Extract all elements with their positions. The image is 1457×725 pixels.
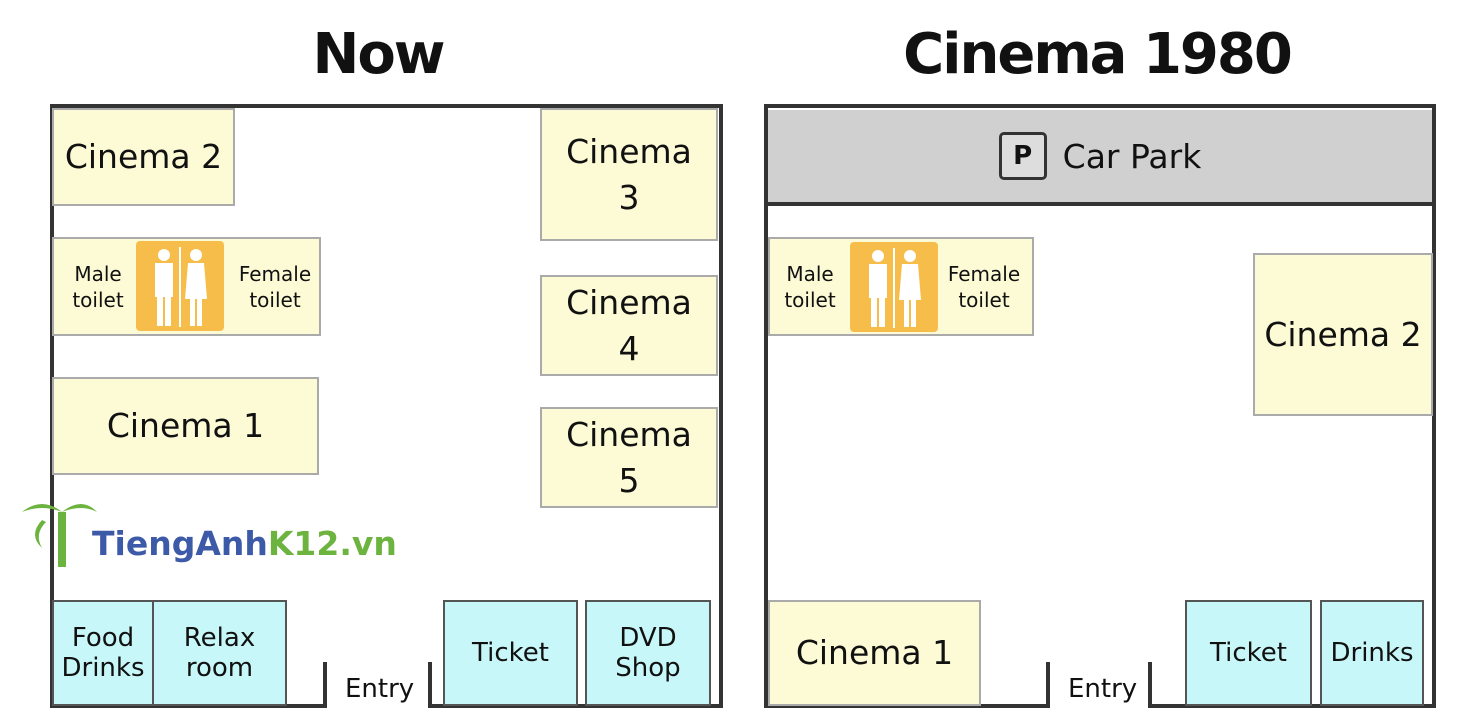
male-toilet-label: Male toilet bbox=[72, 261, 124, 312]
now-entry-label: Entry bbox=[345, 674, 415, 704]
now-cinema-5: Cinema 5 bbox=[540, 407, 718, 508]
past-entry-label: Entry bbox=[1068, 674, 1138, 704]
cinema-1980-title: Cinema 1980 bbox=[903, 22, 1293, 87]
now-title: Now bbox=[312, 22, 445, 87]
palm-tree-icon bbox=[22, 504, 97, 567]
now-cinema-3: Cinema 3 bbox=[540, 108, 718, 241]
wall bbox=[428, 704, 723, 708]
now-cinema-4: Cinema 4 bbox=[540, 275, 718, 376]
past-ticket: Ticket bbox=[1185, 600, 1312, 706]
now-cinema-2: Cinema 2 bbox=[52, 108, 235, 206]
wall bbox=[323, 662, 327, 708]
now-food-drinks: Food Drinks bbox=[52, 600, 154, 706]
watermark-logo: TiengAnhK12.vn bbox=[22, 500, 442, 580]
cinema-1980-floor-plan bbox=[764, 104, 1436, 708]
now-cinema-1: Cinema 1 bbox=[52, 377, 319, 475]
past-cinema-1: Cinema 1 bbox=[768, 600, 981, 706]
past-cinema-2: Cinema 2 bbox=[1253, 253, 1433, 416]
wall bbox=[1148, 662, 1152, 708]
toilet-icon bbox=[850, 242, 938, 332]
now-ticket: Ticket bbox=[443, 600, 578, 706]
now-relax-room: Relax room bbox=[152, 600, 287, 706]
wall bbox=[1046, 662, 1050, 708]
wall bbox=[1148, 704, 1436, 708]
parking-icon: P bbox=[998, 132, 1047, 180]
male-toilet-label: Male toilet bbox=[784, 261, 836, 312]
wall bbox=[50, 704, 327, 708]
now-dvd-shop: DVD Shop bbox=[585, 600, 711, 706]
car-park-label: Car Park bbox=[1062, 136, 1202, 176]
female-toilet-label: Female toilet bbox=[238, 261, 312, 312]
toilet-icon bbox=[136, 241, 224, 331]
past-drinks: Drinks bbox=[1320, 600, 1424, 706]
wall bbox=[764, 704, 1050, 708]
female-toilet-label: Female toilet bbox=[947, 261, 1021, 312]
watermark-text: TiengAnhK12.vn bbox=[92, 524, 397, 563]
car-park: P Car Park bbox=[768, 110, 1432, 206]
wall bbox=[428, 662, 432, 708]
